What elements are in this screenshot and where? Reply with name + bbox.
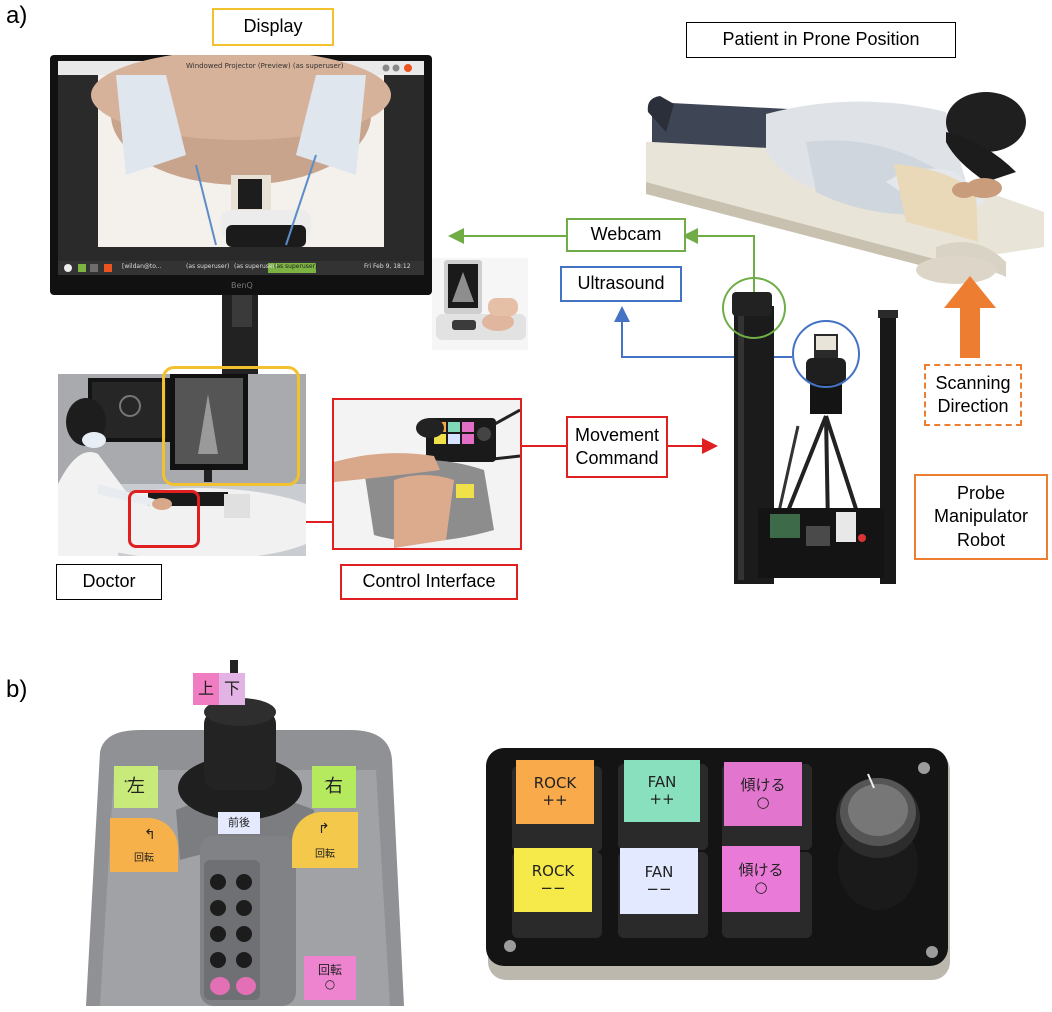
taskbar-clock: Fri Feb 9, 18:12 xyxy=(364,263,411,270)
display-label: Display xyxy=(212,8,334,46)
sticker-up: 上 xyxy=(193,673,219,705)
sticker-right: 右 xyxy=(312,766,356,808)
taskbar-item-4: (as superuser) xyxy=(274,263,318,270)
scanning-arrow xyxy=(944,276,996,358)
arrow-right-icon: → xyxy=(322,772,334,786)
key-tilt-bottom: 傾ける ○ xyxy=(722,846,800,912)
sticker-forward-back: 前後 xyxy=(218,812,260,834)
webcam-label: Webcam xyxy=(566,218,686,252)
patient-photo xyxy=(646,72,1044,294)
sticker-down: 下 xyxy=(219,673,245,705)
control-highlight xyxy=(128,490,200,548)
sticker-rotate-left: 回転 xyxy=(110,818,178,872)
key-fan-minus: FAN −− xyxy=(620,848,698,914)
probe-robot-label: Probe Manipulator Robot xyxy=(914,474,1048,560)
monitor-photo: Windowed Projector (Preview) (as superus… xyxy=(46,55,436,395)
panel-a-label: a) xyxy=(6,2,28,29)
window-title: Windowed Projector (Preview) (as superus… xyxy=(186,62,344,70)
webcam-highlight xyxy=(722,277,786,339)
patient-label: Patient in Prone Position xyxy=(686,22,956,58)
key-fan-plus: FAN ++ xyxy=(624,760,700,822)
display-highlight xyxy=(162,366,300,486)
ultrasound-device-photo xyxy=(432,258,528,350)
taskbar-item-1: [wildan@to... xyxy=(122,263,162,270)
key-rock-plus: ROCK ++ xyxy=(516,760,594,824)
sticker-rotate-bottom: 回転 ○ xyxy=(304,956,356,1000)
taskbar-item-3: (as superuser) xyxy=(234,263,278,270)
doctor-label: Doctor xyxy=(56,564,162,600)
key-tilt-top: 傾ける ○ xyxy=(724,762,802,826)
rotate-left-arrow-icon: ↰ xyxy=(144,826,156,842)
sticker-left: 左 xyxy=(114,766,158,808)
key-rock-minus: ROCK −− xyxy=(514,848,592,912)
panel-b-label: b) xyxy=(6,676,28,703)
movement-command-label: Movement Command xyxy=(566,416,668,478)
ultrasound-label: Ultrasound xyxy=(560,266,682,302)
doctor-photo xyxy=(58,374,306,556)
arrow-left-icon: ← xyxy=(122,772,134,786)
rotate-right-arrow-icon: ↱ xyxy=(318,820,330,836)
sticker-rotate-right: 回転 xyxy=(292,812,358,868)
taskbar-item-2: (as superuser) xyxy=(186,263,230,270)
scanning-direction-label: Scanning Direction xyxy=(924,364,1022,426)
control-interface-label: Control Interface xyxy=(340,564,518,600)
probe-highlight xyxy=(792,320,860,388)
monitor-brand: BenQ xyxy=(231,281,253,290)
control-interface-photo xyxy=(332,398,522,550)
